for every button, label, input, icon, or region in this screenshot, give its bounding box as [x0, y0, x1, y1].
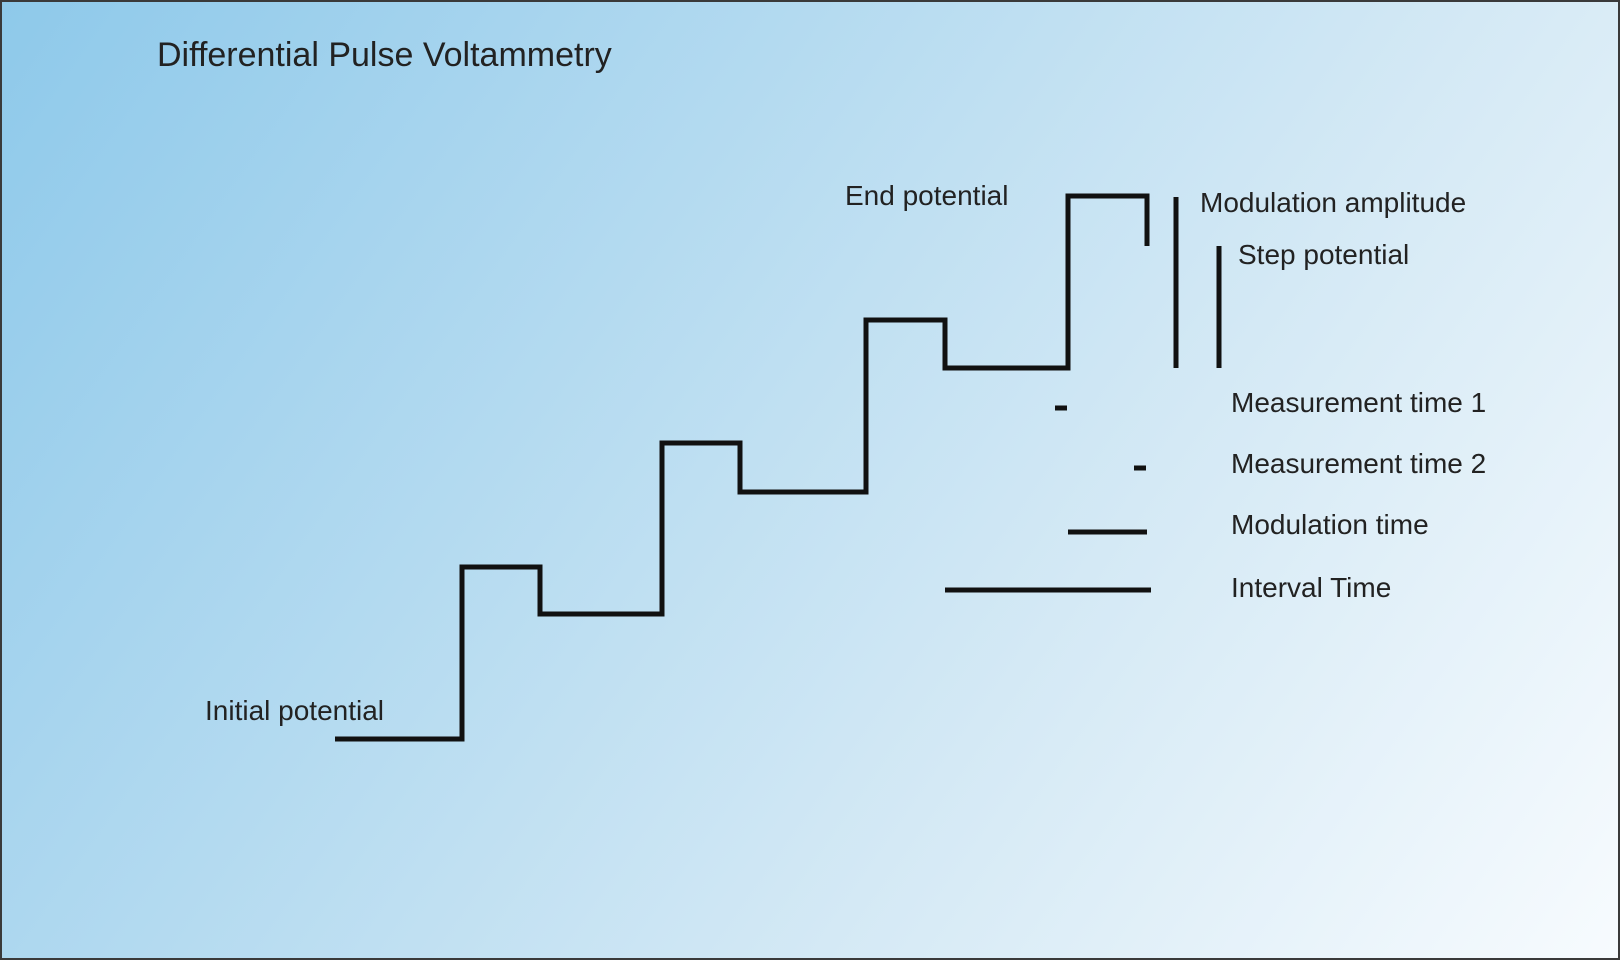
modulation-time-label: Modulation time: [1231, 509, 1429, 540]
interval-time-label: Interval Time: [1231, 572, 1392, 603]
measurement-time-2-label: Measurement time 2: [1231, 448, 1487, 479]
diagram-title: Differential Pulse Voltammetry: [157, 36, 612, 74]
measurement-time-1-label: Measurement time 1: [1231, 387, 1487, 418]
modulation-amplitude-label: Modulation amplitude: [1200, 187, 1467, 218]
end-potential-label: End potential: [845, 180, 1009, 211]
initial-potential-label: Initial potential: [205, 695, 385, 726]
step-potential-label: Step potential: [1238, 239, 1410, 270]
pulse-staircase-waveform: [335, 193, 1150, 742]
